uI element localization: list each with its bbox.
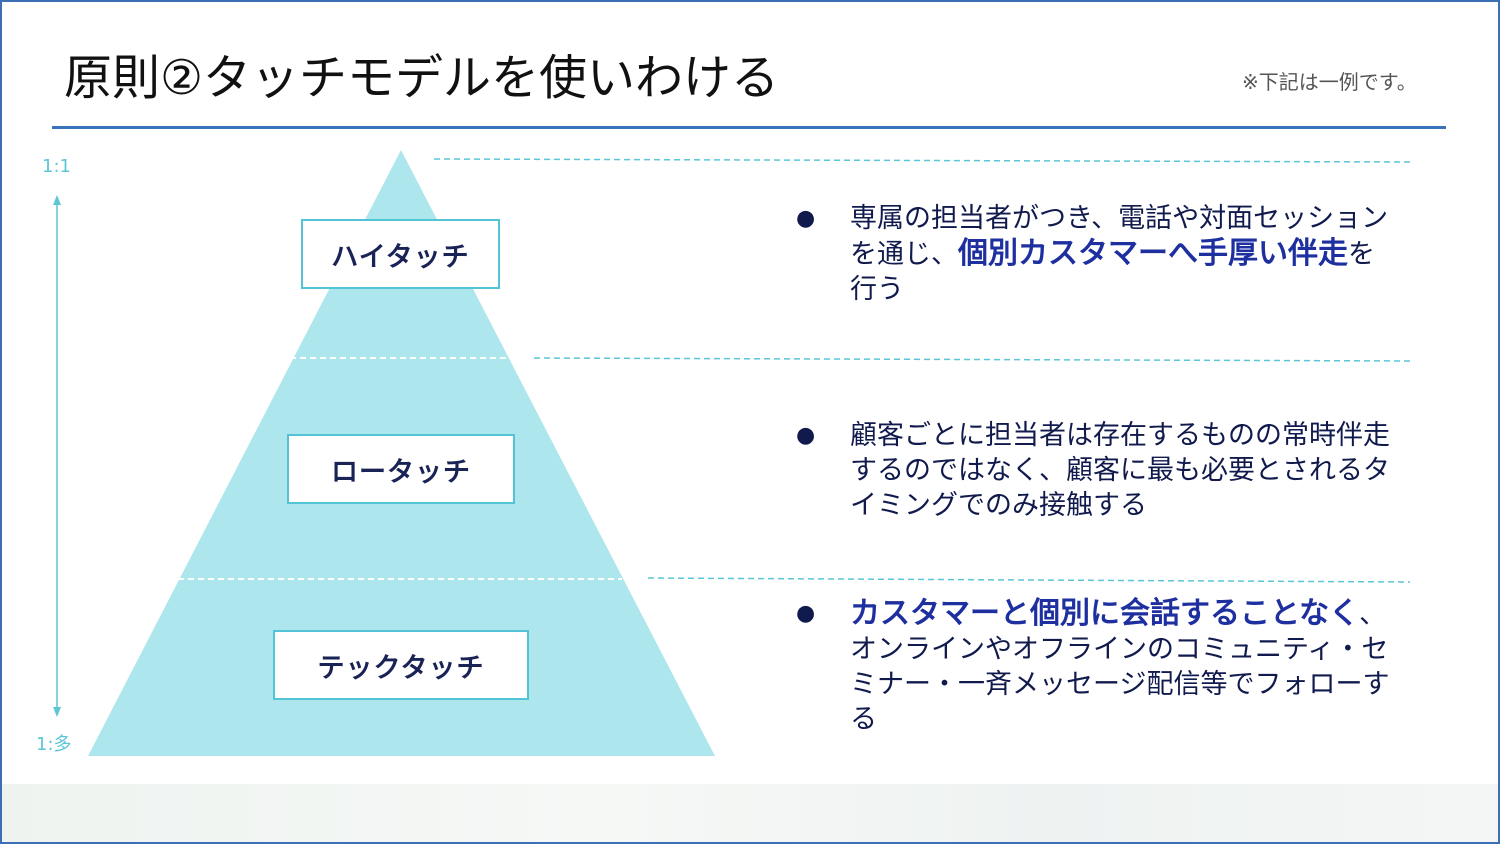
description-tech-touch: ● カスタマーと個別に会話することなく、オンラインやオフラインのコミュニティ・セ… [790, 596, 1390, 737]
separator-line-middle [533, 357, 1411, 362]
description-highlight: 個別カスタマーへ手厚い伴走 [958, 236, 1348, 271]
separator-line-top [433, 158, 1411, 163]
description-highlight: カスタマーと個別に会話することなく [850, 596, 1360, 631]
description-text: 専属の担当者がつき、電話や対面セッションを通じ、個別カスタマーへ手厚い伴走を行う [850, 201, 1390, 307]
scale-top-label: 1:1 [42, 156, 71, 177]
separator-line-bottom [647, 577, 1411, 583]
bullet-icon: ● [796, 423, 816, 448]
description-text-plain: 、オンラインやオフラインのコミュニティ・セミナー・一斉メッセージ配信等でフォロー… [850, 599, 1390, 735]
scale-arrow-up-head [53, 195, 61, 205]
bullet-icon: ● [796, 206, 816, 231]
description-text: 顧客ごとに担当者は存在するものの常時伴走するのではなく、顧客に最も必要とされるタ… [850, 418, 1390, 523]
example-note: ※下記は一例です。 [1242, 70, 1417, 94]
description-text-plain: 顧客ごとに担当者は存在するものの常時伴走するのではなく、顧客に最も必要とされるタ… [850, 420, 1390, 521]
scale-arrow-down-head [53, 707, 61, 717]
description-text: カスタマーと個別に会話することなく、オンラインやオフラインのコミュニティ・セミナ… [850, 596, 1390, 737]
tier-box-high-touch: ハイタッチ [301, 219, 500, 289]
description-low-touch: ● 顧客ごとに担当者は存在するものの常時伴走するのではなく、顧客に最も必要とされ… [790, 418, 1390, 523]
description-text-plain: 専属の担当者がつき、電話や対面セッションを通じ、 [850, 203, 1389, 270]
tier-box-tech-touch: テックタッチ [273, 630, 529, 700]
slide-title: 原則②タッチモデルを使いわける [64, 50, 780, 106]
description-text-plain: を行う [850, 239, 1375, 305]
bottom-decoration-band [2, 784, 1498, 842]
bullet-icon: ● [796, 601, 816, 626]
scale-bottom-label: 1:多 [36, 734, 72, 755]
title-underline [52, 126, 1446, 129]
tier-box-low-touch: ロータッチ [287, 434, 515, 504]
description-high-touch: ● 専属の担当者がつき、電話や対面セッションを通じ、個別カスタマーへ手厚い伴走を… [790, 201, 1390, 307]
